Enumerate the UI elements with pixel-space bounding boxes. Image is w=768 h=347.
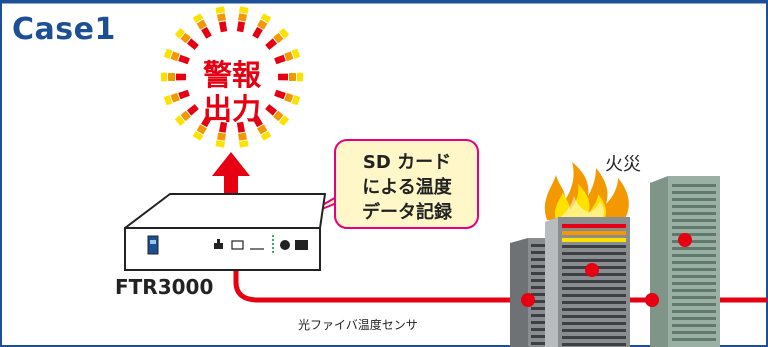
sensor-label: 光ファイバ温度センサ [298, 318, 418, 332]
sensor-point-icon [521, 233, 692, 307]
device-label: FTR3000 [115, 275, 214, 299]
case-title: Case1 [12, 12, 116, 47]
fire-label: 火災 [605, 154, 641, 175]
building-icon [510, 176, 720, 347]
burst-icon [161, 6, 303, 148]
alarm-output-label: 警報出力 [202, 58, 261, 126]
flame-icon [544, 162, 629, 220]
sd-card-callout-label: SD カードによる温度データ記録 [362, 152, 452, 223]
sensor-cable [233, 262, 767, 303]
device-icon [124, 193, 326, 271]
